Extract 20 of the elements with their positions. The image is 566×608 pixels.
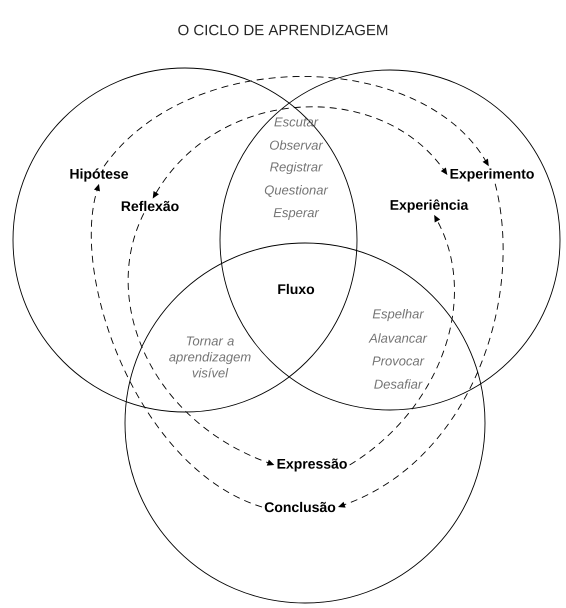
overlap-label: Questionar [264,185,328,197]
overlap-label: Espelhar [372,308,424,322]
word-label: Experimento [450,168,534,182]
venn-circle [12,68,358,412]
overlap-label: Registrar [270,162,323,174]
overlap-label: Observar [270,140,324,150]
word-label: Conclusão [264,502,336,512]
overlap-label: Desafiar [374,379,423,389]
overlap-label: Provocar [372,356,424,366]
word-label: Experiência [390,199,468,213]
overlap-label: Esperar [274,208,320,220]
word-label: Reflexão [122,200,179,212]
word-label: Expressão [278,458,347,472]
word-label: Hipótese [70,168,128,182]
venn-circle [124,242,486,604]
center-label: Fluxo [278,284,314,294]
overlap-label: Tornar a aprendizagem visível [169,336,251,378]
overlap-label: Alavancar [368,333,428,343]
dashed-arrow [104,76,489,167]
title: O CICLO DE APRENDIZAGEM [178,24,388,36]
